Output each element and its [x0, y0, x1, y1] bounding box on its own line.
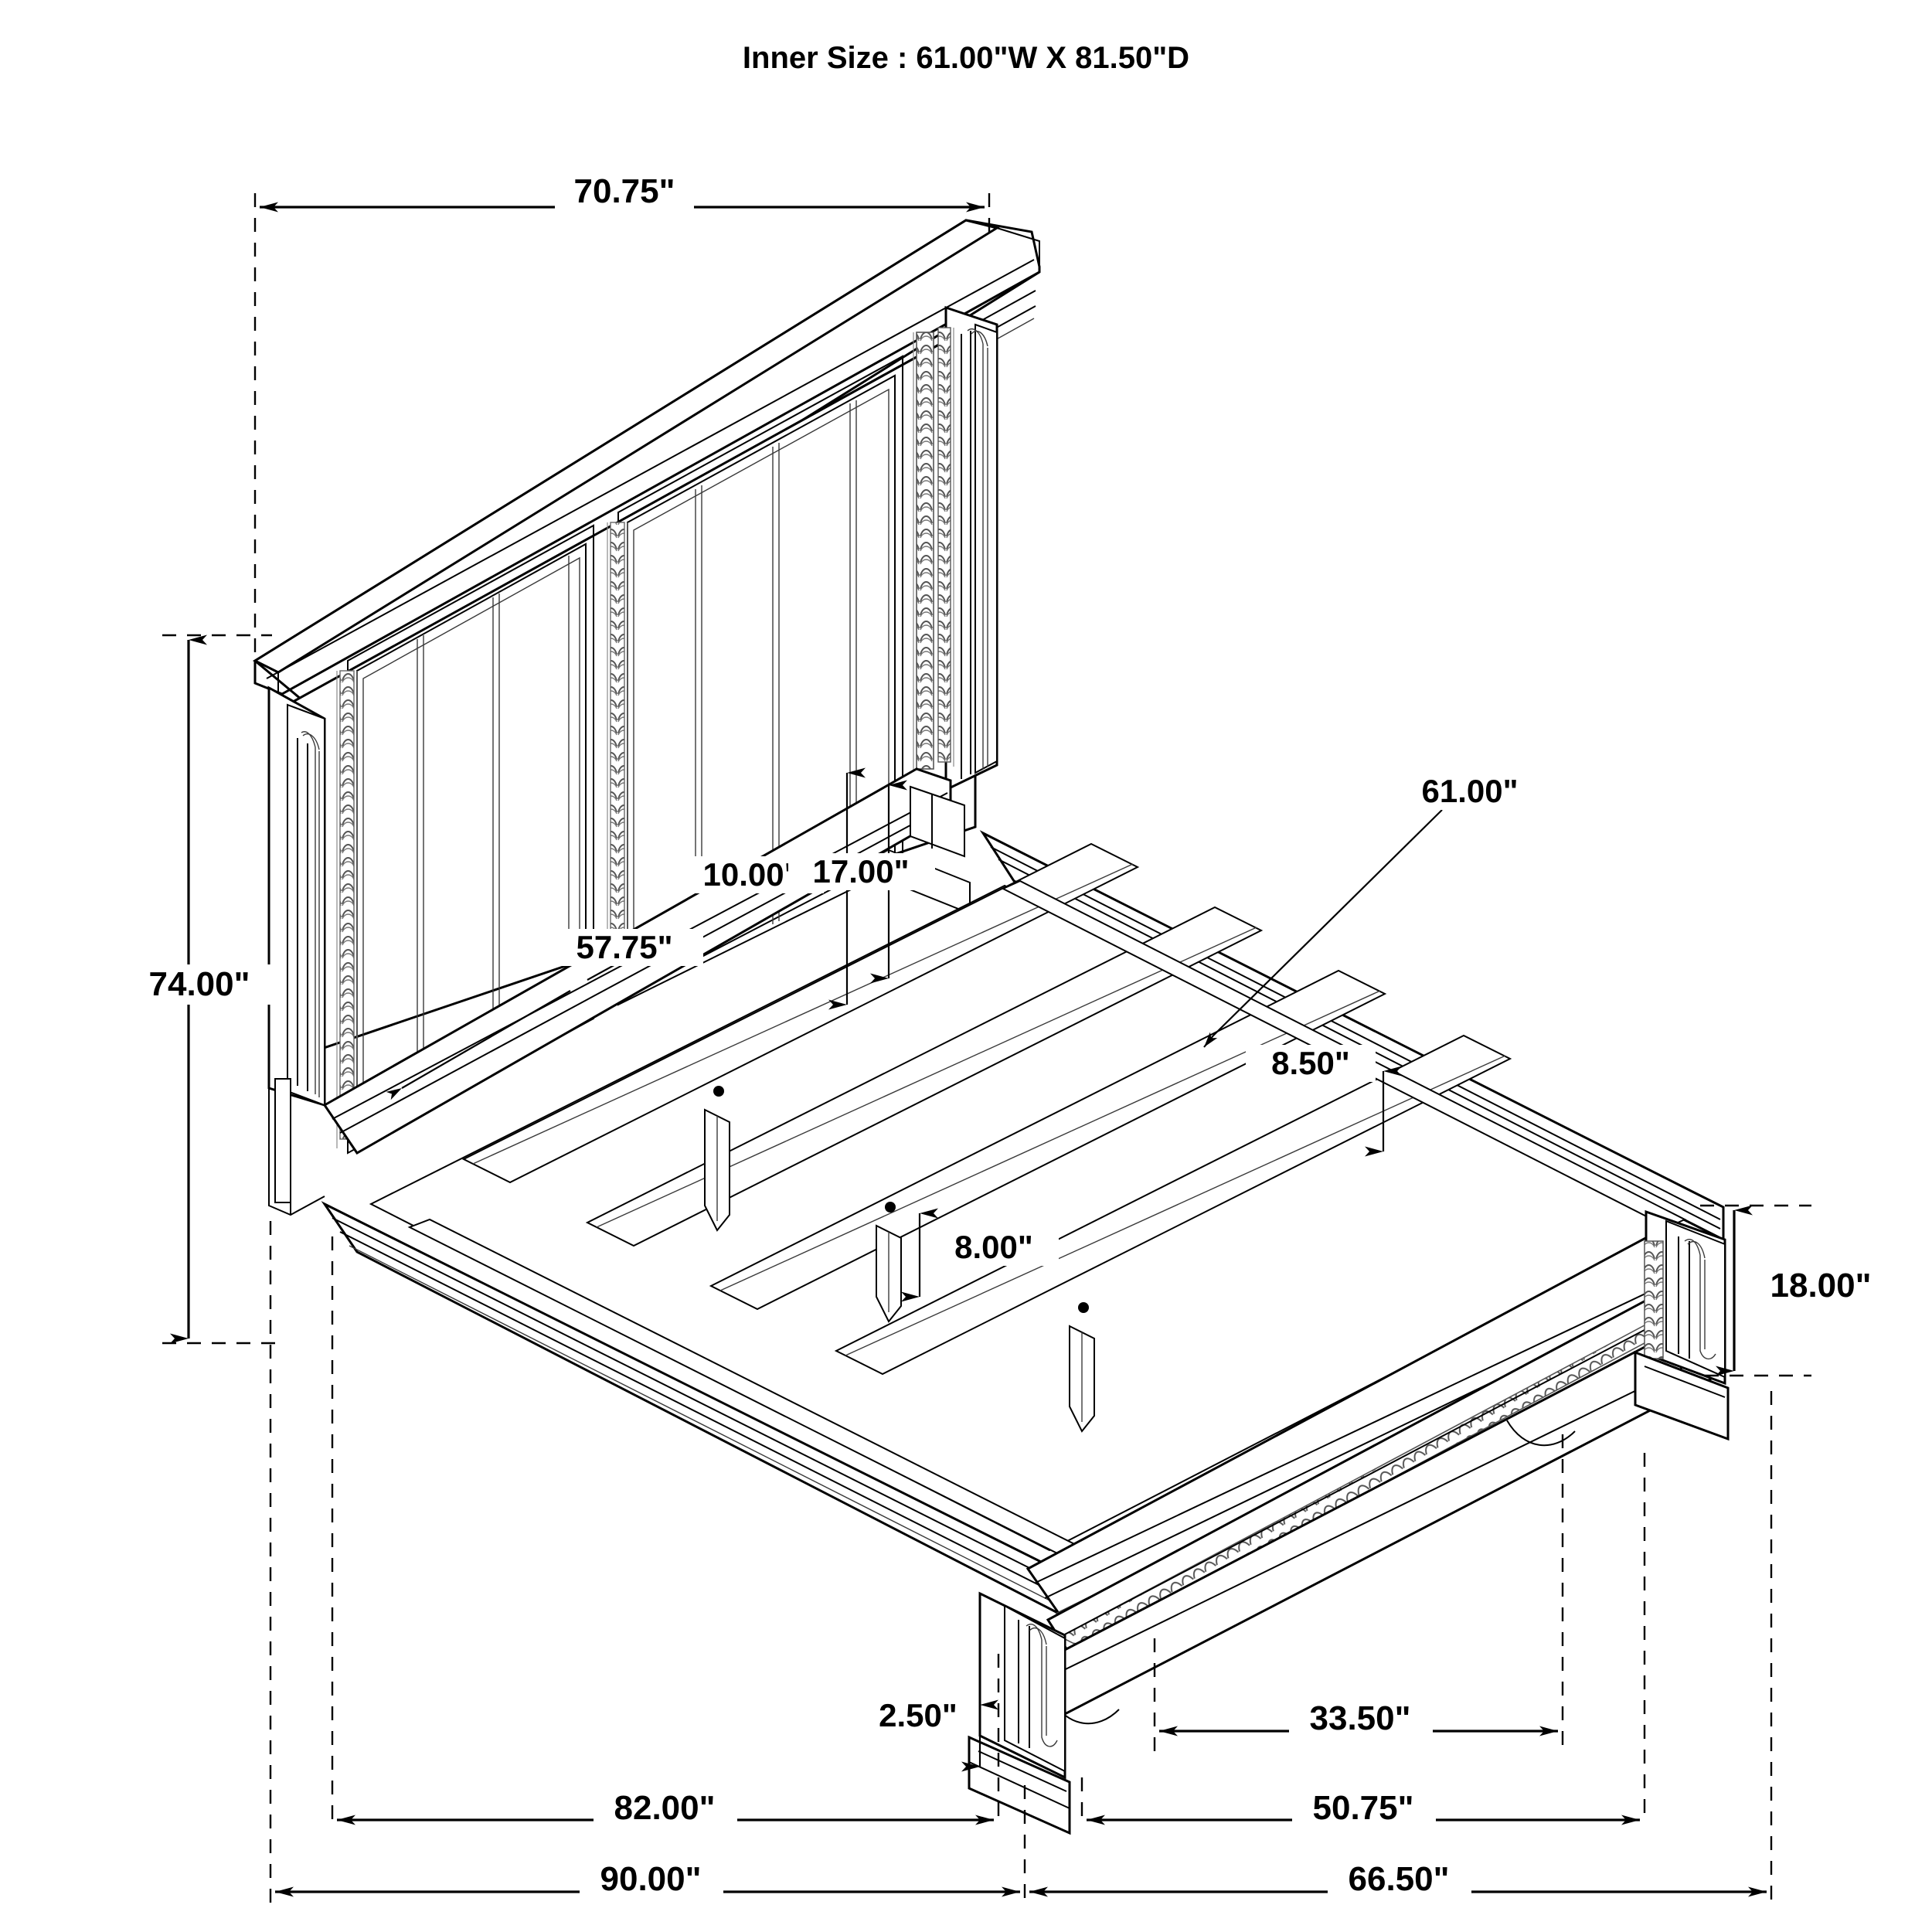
headboard-panel-frame-lower: [336, 524, 594, 1155]
dim-label-8-00: 8.00": [954, 1229, 1033, 1265]
side-rail-left: [321, 1201, 1076, 1624]
dimension-bed-width-overall: 66.50": [1029, 1391, 1773, 1909]
slat-deck: [369, 842, 1687, 1564]
footboard-post-right: [1634, 1209, 1730, 1441]
dim-label-33-50: 33.50": [1310, 1699, 1411, 1737]
dim-label-2-50: 2.50": [879, 1697, 957, 1733]
dimension-side-rail-height: 8.50": [1246, 1045, 1402, 1157]
dimension-foot-base-height: 2.50": [861, 1697, 998, 1772]
dimension-headboard-panel-width: 57.75": [386, 929, 703, 1100]
dim-label-18-00: 18.00": [1770, 1267, 1872, 1304]
headboard-top-cap: [252, 219, 1041, 720]
dimension-frame-inner-width: 61.00": [1203, 773, 1547, 1048]
center-support-legs: [704, 1086, 1095, 1433]
dimension-footboard-panel-width: 33.50": [1153, 1434, 1564, 1753]
footboard: [1026, 1229, 1725, 1725]
dimension-headboard-clearance: 17.00": [788, 767, 935, 1010]
dim-label-57-75: 57.75": [576, 929, 672, 965]
dimension-bed-length-inner: 82.00": [331, 1236, 1000, 1827]
dim-label-50-75: 50.75": [1313, 1789, 1414, 1827]
footboard-post-near: [968, 1591, 1071, 1835]
dimension-bed-length-overall: 90.00": [269, 1221, 1026, 1909]
dimension-footboard-post-height: 18.00": [1700, 1204, 1896, 1377]
bed-assembly: [252, 219, 1730, 1835]
dim-label-90-00: 90.00": [600, 1860, 702, 1898]
dim-label-82-00: 82.00": [614, 1789, 716, 1827]
dimension-headboard-height: 74.00": [138, 634, 284, 1345]
page-title: Inner Size : 61.00"W X 81.50"D: [743, 41, 1189, 75]
dim-label-17-00: 17.00": [812, 853, 909, 889]
dimension-headboard-width: 70.75": [253, 172, 991, 672]
dim-label-8-50: 8.50": [1271, 1045, 1350, 1081]
dim-label-70-75: 70.75": [574, 172, 675, 210]
dim-label-66-50: 66.50": [1349, 1860, 1450, 1898]
dim-label-61-00: 61.00": [1421, 773, 1518, 809]
dim-label-10-00: 10.00": [702, 856, 799, 893]
decorative-beading-post: [913, 327, 954, 773]
headboard-post-left: [267, 685, 326, 1216]
headboard-post-right: [944, 305, 998, 792]
dimension-support-leg-height: 8.00": [901, 1208, 1059, 1302]
dimension-footboard-offset: 50.75": [1080, 1453, 1646, 1827]
dim-label-74-00: 74.00": [149, 965, 250, 1003]
